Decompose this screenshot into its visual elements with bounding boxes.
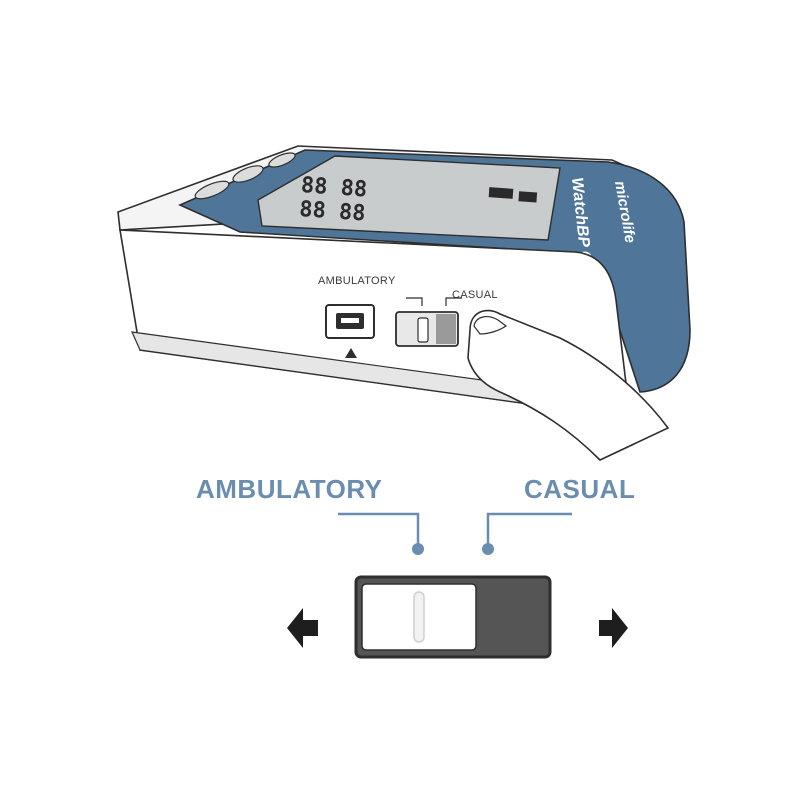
device-label-ambulatory: AMBULATORY (318, 275, 396, 287)
lcd-screen (257, 155, 561, 241)
usb-port (325, 304, 375, 339)
lcd-bottom-digits: 88 88 (298, 197, 366, 227)
leader-dot-casual (482, 543, 494, 555)
blood-pressure-monitor: 88 88 88 88 WatchBP O3 microlife (117, 145, 691, 461)
lcd-top-digits: 88 88 (300, 173, 368, 203)
lcd-indicator-block-2 (518, 191, 538, 203)
fingernail (473, 316, 508, 335)
leader-line-ambulatory (338, 512, 420, 548)
switch-grip (413, 591, 425, 643)
arrow-left-icon (287, 608, 318, 648)
label-casual: CASUAL (524, 474, 635, 504)
label-ambulatory: AMBULATORY (196, 474, 383, 504)
usb-triangle-icon (345, 348, 357, 358)
device-buttons (193, 150, 297, 203)
arrow-right-icon (599, 608, 628, 648)
device-switch-bracket-left (406, 297, 423, 306)
leader-dot-ambulatory (412, 543, 424, 555)
device-button-3[interactable] (267, 150, 297, 170)
device-label-casual: CASUAL (452, 289, 498, 301)
finger-illustration (467, 309, 670, 461)
device-button-2[interactable] (231, 162, 265, 185)
leader-line-casual (486, 512, 572, 548)
device-switch-bracket-right (445, 297, 462, 306)
device-mode-switch[interactable] (395, 311, 459, 347)
switch-diagram: AMBULATORY CASUAL (196, 474, 635, 659)
lcd-indicator-block (488, 187, 514, 199)
device-button-1[interactable] (193, 178, 231, 203)
lcd-segments: 88 88 88 88 (298, 173, 538, 227)
